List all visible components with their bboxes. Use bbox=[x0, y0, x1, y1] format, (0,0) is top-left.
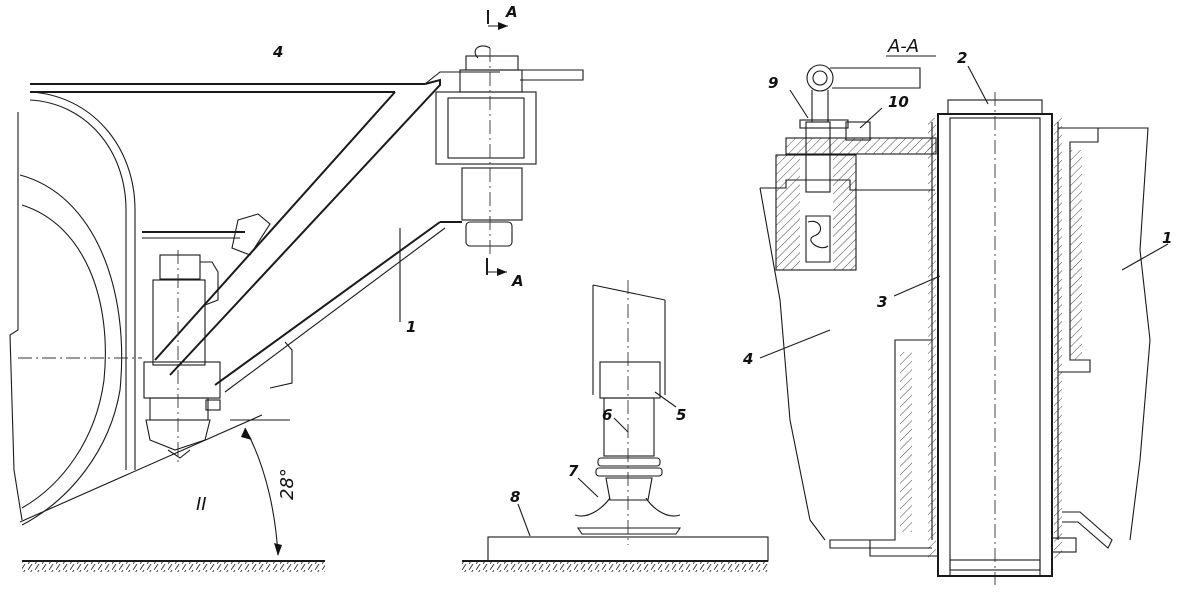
ground-hatch-left bbox=[22, 562, 325, 572]
lock-pin bbox=[805, 121, 831, 193]
sleeve-left-hatch bbox=[928, 118, 936, 558]
left-view-outrigger: 4 1 A A 28° II bbox=[9, 3, 584, 572]
ground-hatch-middle bbox=[462, 562, 768, 572]
foot-pad bbox=[576, 527, 682, 535]
wheel-outer-arc bbox=[19, 174, 123, 526]
upper-jack-cylinder bbox=[435, 45, 537, 258]
frame-top-bracket bbox=[424, 71, 500, 85]
label-2: 2 bbox=[957, 49, 967, 67]
diagonal-beam-upper-2 bbox=[169, 78, 441, 376]
lock-handle-lever bbox=[830, 67, 921, 89]
piston-rod bbox=[603, 397, 655, 457]
lock-housing bbox=[775, 154, 857, 271]
label-4-left: 4 bbox=[272, 43, 283, 61]
label-7: 7 bbox=[568, 462, 579, 480]
sleeve-right-hatch bbox=[1054, 118, 1062, 558]
leader-9 bbox=[789, 89, 809, 119]
label-1-left: 1 bbox=[406, 318, 416, 336]
ring-1 bbox=[597, 457, 661, 467]
lock-handle-ring bbox=[806, 64, 834, 92]
left-guide-hatch bbox=[900, 352, 912, 532]
lock-spring-cavity bbox=[805, 215, 831, 263]
left-guide-bracket bbox=[829, 339, 932, 549]
body-left-edge bbox=[9, 112, 23, 521]
upper-tube-break bbox=[592, 284, 666, 395]
diagonal-beam-upper bbox=[154, 91, 396, 361]
foot-springs bbox=[574, 497, 681, 517]
angle-arc bbox=[244, 427, 279, 556]
side-stay-rod bbox=[1062, 511, 1113, 549]
body-panel-1 bbox=[1098, 127, 1151, 541]
leader-10 bbox=[859, 107, 883, 129]
lock-housing-right bbox=[833, 155, 856, 270]
lock-housing-left bbox=[776, 155, 800, 270]
leader-3 bbox=[893, 275, 941, 297]
section-arrow-top bbox=[498, 22, 508, 30]
leader-6 bbox=[613, 417, 629, 433]
label-section-title: A-A bbox=[887, 36, 919, 57]
label-roman: II bbox=[196, 494, 207, 515]
diagonal-beam-lower-2 bbox=[224, 227, 446, 393]
lock-cap bbox=[799, 119, 849, 129]
label-angle: 28° bbox=[277, 468, 298, 500]
label-1-right: 1 bbox=[1162, 229, 1172, 247]
label-5: 5 bbox=[676, 406, 686, 424]
ball-joint bbox=[605, 477, 653, 501]
top-mount-hatch bbox=[786, 138, 936, 154]
leader-7 bbox=[577, 477, 599, 498]
support-plate bbox=[487, 536, 769, 562]
top-handle-plate bbox=[510, 69, 584, 81]
label-4-right: 4 bbox=[742, 350, 753, 368]
ring-2 bbox=[595, 467, 663, 477]
label-8: 8 bbox=[510, 488, 520, 506]
bracket-plate bbox=[231, 213, 271, 256]
section-arrow-bottom bbox=[497, 268, 507, 276]
label-section-top: A bbox=[505, 3, 518, 21]
label-9: 9 bbox=[768, 74, 778, 92]
angle-ray bbox=[19, 414, 263, 523]
middle-view-jack-foot: 5 6 7 8 bbox=[462, 280, 769, 572]
label-6: 6 bbox=[602, 406, 612, 424]
lower-bracket bbox=[269, 341, 293, 389]
lock-spring bbox=[807, 220, 829, 249]
wheel-arch-inner bbox=[29, 99, 127, 470]
label-10: 10 bbox=[888, 93, 909, 111]
right-view-section-a-a: A-A 9 10 2 3 4 1 bbox=[742, 36, 1172, 585]
wheel-inner-arc bbox=[21, 204, 106, 509]
right-guide-hatch bbox=[1070, 150, 1082, 360]
leader-2 bbox=[967, 65, 989, 105]
wheel-arch-outer bbox=[29, 91, 136, 470]
label-3: 3 bbox=[877, 293, 887, 311]
leader-5 bbox=[654, 391, 677, 408]
lower-jack-cylinder bbox=[143, 250, 221, 462]
leader-4-right bbox=[759, 329, 831, 359]
base-foot-plate bbox=[869, 540, 938, 557]
side-bolt bbox=[1051, 537, 1077, 553]
leader-8 bbox=[517, 503, 531, 537]
cylinder-bottom-nut bbox=[949, 559, 1041, 577]
lock-handle-ring-inner bbox=[812, 70, 828, 86]
diagonal-beam-lower bbox=[214, 221, 441, 386]
label-section-bottom: A bbox=[511, 272, 524, 290]
lock-handle-stem bbox=[811, 90, 829, 122]
cylinder-sleeve bbox=[599, 361, 661, 399]
leader-1-right bbox=[1121, 243, 1169, 271]
angle-arrow-top bbox=[241, 428, 252, 440]
part-10-clip bbox=[845, 121, 871, 141]
angle-arrow-bottom bbox=[274, 543, 282, 556]
